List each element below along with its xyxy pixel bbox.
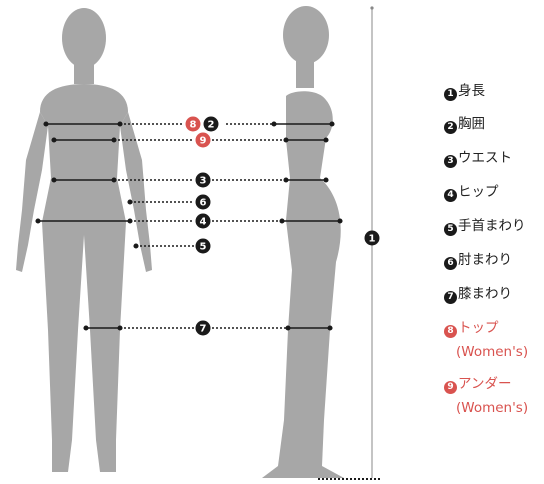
marker-7: 7 [196,321,211,336]
legend-label: アンダー [458,376,511,392]
legend-label: 肘まわり [458,252,512,268]
legend-number: 4 [444,189,457,202]
svg-text:5: 5 [200,242,207,253]
legend-label: 膝まわり [458,286,512,302]
marker-8: 8 [186,117,201,132]
svg-text:6: 6 [200,198,207,209]
svg-text:7: 7 [200,324,207,335]
legend-number: 5 [444,223,457,236]
svg-text:2: 2 [208,120,215,131]
legend-label: 身長 [458,83,485,99]
side-figure [262,6,344,478]
marker-5: 5 [196,239,211,254]
legend-sublabel: (Women's) [444,400,528,416]
front-figure [16,8,152,472]
svg-text:8: 8 [190,120,197,131]
legend-label: 手首まわり [458,218,526,234]
legend-label: ウエスト [458,150,512,166]
marker-6: 6 [196,195,211,210]
legend-number: 2 [444,121,457,134]
marker-3: 3 [196,173,211,188]
legend-sublabel: (Women's) [444,344,528,360]
legend-label: トップ [458,320,499,336]
legend-number: 6 [444,257,457,270]
svg-text:1: 1 [369,234,376,245]
marker-9: 9 [196,133,211,148]
svg-text:9: 9 [200,136,207,147]
svg-text:4: 4 [200,217,207,228]
legend-number: 1 [444,88,457,101]
legend-number: 7 [444,291,457,304]
legend-label: ヒップ [458,184,499,200]
svg-text:3: 3 [200,176,207,187]
legend-number: 3 [444,155,457,168]
legend-label: 胸囲 [458,116,485,132]
marker-4: 4 [196,214,211,229]
marker-2: 2 [204,117,219,132]
markers: 1 8 2 9 3 6 4 5 [186,117,380,336]
legend-number: 8 [444,325,457,338]
marker-1: 1 [365,231,380,246]
legend-number: 9 [444,381,457,394]
